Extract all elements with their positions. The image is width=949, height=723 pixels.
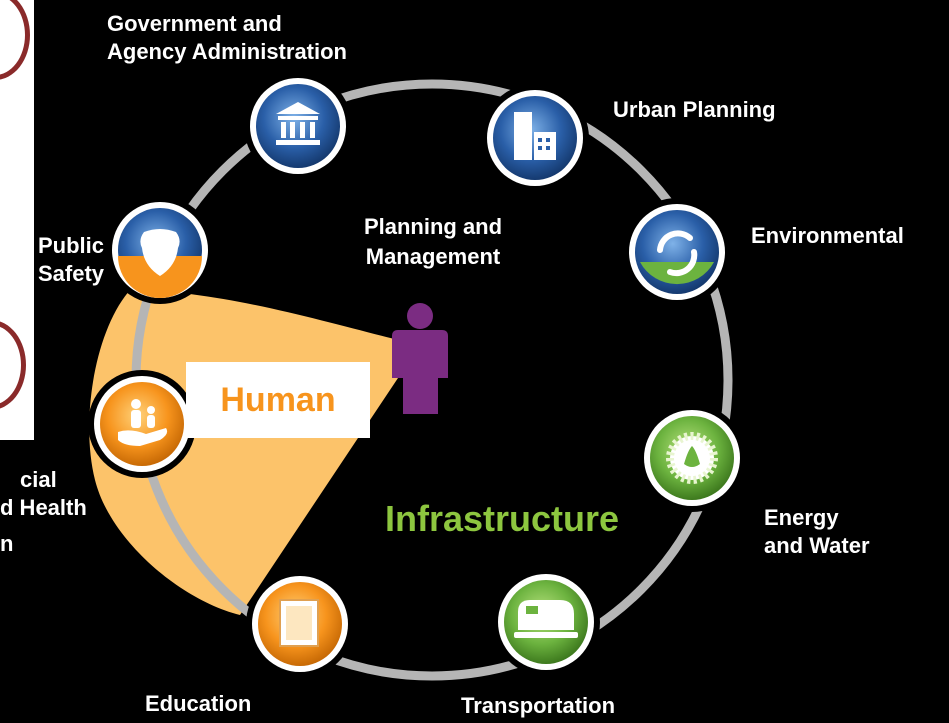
recycle-leaf-icon	[657, 230, 698, 277]
government-label-line1: Government and	[107, 11, 282, 36]
transportation-node[interactable]	[492, 568, 600, 676]
planning-label-line2: Management	[365, 244, 501, 269]
family-hand-icon	[118, 399, 168, 446]
social-label-line3: n	[0, 531, 14, 556]
social-label-line2: d Health	[0, 495, 87, 520]
planning-label-line1: Planning and	[363, 214, 503, 239]
energy-water-label: Energy and Water	[764, 504, 870, 560]
person-icon	[392, 303, 448, 414]
public-label-line2: Safety	[38, 261, 105, 286]
government-label-line2: Agency Administration	[107, 39, 347, 64]
public-safety-label: Public Safety	[38, 232, 105, 288]
public-safety-node[interactable]	[106, 196, 214, 304]
energy-label-line2: and Water	[764, 533, 870, 558]
social-health-node[interactable]	[88, 370, 196, 478]
government-node[interactable]	[244, 72, 352, 180]
sunburst-water-icon	[666, 432, 718, 484]
planning-management-label: Planning and Management	[330, 212, 536, 272]
environmental-node[interactable]	[623, 198, 731, 306]
human-label: Human	[220, 380, 336, 419]
train-icon	[514, 600, 578, 638]
human-label-box: Human	[186, 362, 370, 438]
cropped-left-panel	[0, 0, 34, 440]
city-buildings-icon	[514, 112, 556, 160]
social-health-label: cial d Health n	[0, 466, 87, 558]
energy-label-line1: Energy	[764, 505, 839, 530]
education-label: Education	[145, 691, 252, 716]
social-label-line1: cial	[20, 467, 57, 492]
government-building-icon	[276, 102, 320, 145]
urban-planning-label: Urban Planning	[613, 97, 776, 122]
environmental-label: Environmental	[751, 223, 904, 248]
infrastructure-label: Infrastructure	[385, 498, 620, 539]
urban-planning-node[interactable]	[481, 84, 589, 192]
energy-water-node[interactable]	[638, 404, 746, 512]
transportation-label: Transportation	[461, 693, 616, 718]
book-icon	[279, 599, 319, 647]
government-label: Government and Agency Administration	[107, 10, 347, 66]
education-node[interactable]	[246, 570, 354, 678]
police-shield-icon	[140, 229, 180, 276]
public-label-line1: Public	[38, 233, 105, 258]
